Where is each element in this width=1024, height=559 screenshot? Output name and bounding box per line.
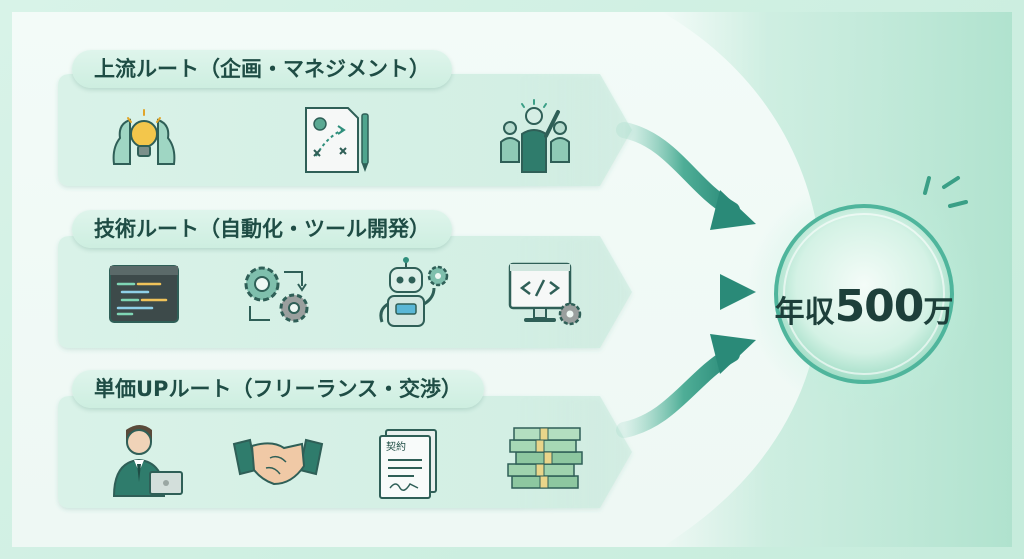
goal-suffix: 万 (923, 295, 954, 330)
monitor-code-icon (508, 262, 582, 326)
route-panel-technical (58, 236, 632, 348)
businessman-laptop-icon (112, 425, 183, 497)
contract-document-icon: 契約 (379, 429, 437, 499)
goal-prefix: 年収 (774, 295, 835, 330)
leader-team-icon (500, 99, 570, 173)
handshake-icon (232, 438, 324, 486)
goal-label: 年収 500 万 (748, 190, 980, 422)
gears-process-icon (244, 266, 309, 323)
diagram-canvas: 上流ルート（企画・マネジメント） 技術ルート（自動化・ツール開発） 単価UPルー… (12, 12, 1012, 547)
route-panels (58, 74, 982, 508)
route-title-rate-up: 単価UPルート（フリーランス・交渉） (72, 370, 485, 408)
robot-icon (379, 257, 449, 327)
money-stack-icon (507, 427, 583, 489)
route-title-technical: 技術ルート（自動化・ツール開発） (72, 210, 452, 248)
route-title-upstream: 上流ルート（企画・マネジメント） (72, 50, 452, 88)
arrow-rate-up-to-goal (616, 334, 756, 438)
sparkle-icon (923, 176, 968, 208)
strategy-plan-document-icon (305, 107, 369, 173)
arrow-upstream-to-goal (616, 122, 756, 230)
svg-text:契約: 契約 (386, 440, 406, 453)
goal-badge-container: 年収 500 万 (748, 190, 980, 422)
goal-badge (774, 204, 954, 384)
lightbulb-heads-icon (112, 109, 176, 165)
code-editor-icon (109, 265, 179, 323)
arrow-technical-to-goal (626, 274, 756, 310)
goal-number: 500 (834, 280, 925, 332)
route-panel-rate-up (58, 396, 632, 508)
